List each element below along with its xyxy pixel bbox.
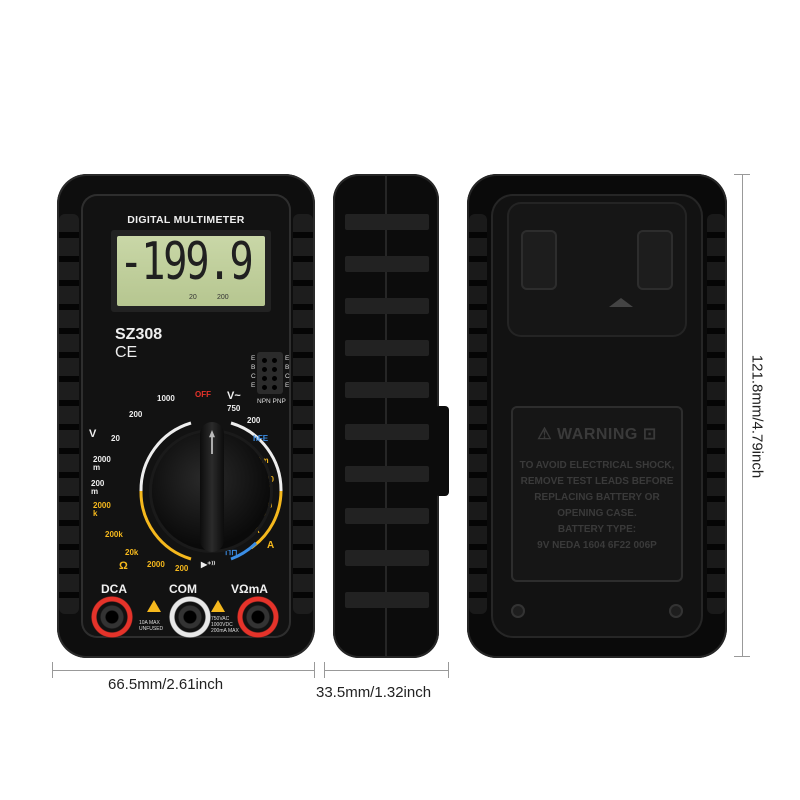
side-rib xyxy=(345,298,429,314)
npn-pnp-label: NPN PNP xyxy=(257,398,286,405)
side-rib xyxy=(345,592,429,608)
lcd-sub-left: 20 xyxy=(189,294,197,301)
screw xyxy=(669,604,683,618)
dca-label: DCA xyxy=(101,582,127,596)
right-grip xyxy=(293,214,313,614)
dial-r-200k: 200k xyxy=(105,530,123,539)
dial-off: OFF xyxy=(195,390,211,399)
height-dimension: 121.8mm/4.79inch xyxy=(748,354,766,479)
warning-line: REMOVE TEST LEADS BEFORE xyxy=(520,476,674,487)
rubber-foot-left xyxy=(521,230,557,290)
side-rib xyxy=(345,214,429,230)
screw xyxy=(511,604,525,618)
height-dimension-tick xyxy=(734,656,750,657)
back-panel: ⚠ WARNING ⊡ TO AVOID ELECTRICAL SHOCK, R… xyxy=(491,194,703,638)
rubber-foot-right xyxy=(637,230,673,290)
warning-line: BATTERY TYPE: xyxy=(557,524,637,535)
side-rib xyxy=(345,424,429,440)
side-rib xyxy=(345,550,429,566)
dial-dc-200: 200 xyxy=(129,410,143,419)
side-stand-edge xyxy=(435,406,449,496)
hfe-pins-right: E B C E xyxy=(285,355,290,389)
warning-icon-left xyxy=(147,600,161,612)
dial-ac-750: 750 xyxy=(227,404,241,413)
dial-dc-200m: 200 m xyxy=(91,479,105,496)
dial-v-dc: V xyxy=(89,428,97,440)
dial-hfe: hFE xyxy=(253,434,269,443)
model-number: SZ308 xyxy=(115,326,163,343)
depth-dimension: 33.5mm/1.32inch xyxy=(316,684,432,701)
vma-jack[interactable] xyxy=(237,596,279,638)
multimeter-back-view: ⚠ WARNING ⊡ TO AVOID ELECTRICAL SHOCK, R… xyxy=(467,174,727,658)
dca-rating-note: 10A MAX UNFUSED xyxy=(139,620,164,632)
battery-door[interactable] xyxy=(507,202,687,337)
dial-pointer[interactable] xyxy=(200,422,224,552)
dial-ac-200: 200 xyxy=(247,416,261,425)
lcd-sub-right: 200 xyxy=(217,294,229,301)
dial-ohm: Ω xyxy=(119,560,128,572)
lcd-reading: -199.9 xyxy=(119,232,254,292)
vma-rating-note: 750VAC 1000VDC 200mA MAX xyxy=(211,616,239,634)
depth-dimension-tick xyxy=(448,662,449,678)
dial-scale xyxy=(139,421,283,561)
lcd-screen: -199.9 20 200 xyxy=(117,232,265,306)
multimeter-side-view xyxy=(327,174,449,658)
ce-mark: CE xyxy=(115,344,138,361)
warning-label: ⚠ WARNING ⊡ TO AVOID ELECTRICAL SHOCK, R… xyxy=(511,406,683,582)
vma-label: VΩmA xyxy=(231,582,268,596)
com-jack[interactable] xyxy=(169,596,211,638)
warning-title: ⚠ WARNING ⊡ xyxy=(537,426,657,443)
left-grip xyxy=(59,214,79,614)
dial-v-ac: V~ xyxy=(227,390,241,402)
dial-r-2000: 2000 xyxy=(147,560,165,569)
side-rib xyxy=(345,340,429,356)
width-dimension: 66.5mm/2.61inch xyxy=(108,676,224,693)
hfe-pins-left: E B C E xyxy=(251,355,256,389)
front-faceplate: DIGITAL MULTIMETER -199.9 20 200 SZ308 C… xyxy=(81,194,291,638)
warning-line: REPLACING BATTERY OR xyxy=(534,492,660,503)
side-rib xyxy=(345,382,429,398)
hfe-socket xyxy=(257,352,283,394)
back-right-grip xyxy=(707,214,725,614)
dial-diode: ▶⁺⁾⁾ xyxy=(201,560,216,569)
com-label: COM xyxy=(169,582,197,596)
width-dimension-tick xyxy=(52,662,53,678)
dial-dc-1000: 1000 xyxy=(157,394,175,403)
dca-jack[interactable] xyxy=(91,596,133,638)
height-dimension-tick xyxy=(734,174,750,175)
open-arrow-icon xyxy=(609,298,633,307)
dial-r-20k: 20k xyxy=(125,548,139,557)
dial-dc-20: 20 xyxy=(111,434,120,443)
dial-dc-2000m: 2000 m xyxy=(93,455,111,472)
dial-a-2m: 2m xyxy=(257,456,269,465)
warning-icon-right xyxy=(211,600,225,612)
warning-line: OPENING CASE. xyxy=(557,508,637,519)
dial-square-wave: ⊓⊓ xyxy=(225,548,238,557)
dial-r-200: 200 xyxy=(175,564,189,573)
warning-line: 9V NEDA 1604 6F22 006P xyxy=(537,540,657,551)
warning-line: TO AVOID ELECTRICAL SHOCK, xyxy=(519,460,675,471)
dial-r-2000k: 2000 k xyxy=(93,501,111,518)
side-seam xyxy=(385,174,387,658)
height-dimension-line xyxy=(742,174,743,656)
multimeter-front-view: DIGITAL MULTIMETER -199.9 20 200 SZ308 C… xyxy=(57,174,315,658)
back-left-grip xyxy=(469,214,487,614)
lcd-bezel: -199.9 20 200 xyxy=(111,230,271,312)
dial-a-dc: A xyxy=(267,540,275,551)
side-rib xyxy=(345,256,429,272)
side-rib xyxy=(345,508,429,524)
depth-dimension-tick xyxy=(324,662,325,678)
width-dimension-line xyxy=(52,670,314,671)
side-rib xyxy=(345,466,429,482)
device-title: DIGITAL MULTIMETER xyxy=(127,214,245,226)
depth-dimension-line xyxy=(324,670,448,671)
width-dimension-tick xyxy=(314,662,315,678)
